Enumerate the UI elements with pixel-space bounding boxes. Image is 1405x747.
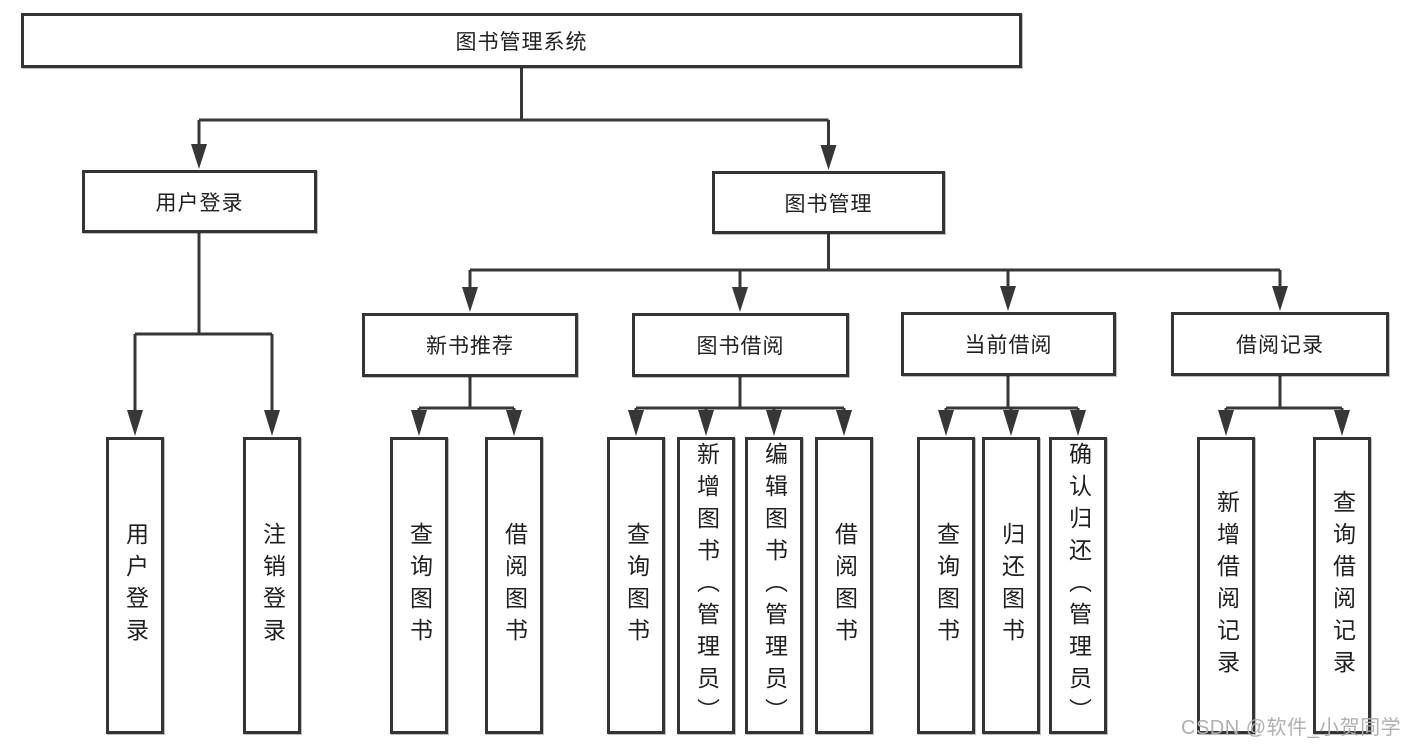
leaf-recommend-borrow-books: 借阅图书 — [485, 437, 543, 734]
leaf-user-login: 用户登录 — [106, 437, 164, 734]
leaf-current-return-books: 归还图书 — [982, 437, 1040, 734]
leaf-borrow-edit-books-admin: 编辑图书（管理员） — [745, 437, 803, 734]
connector-root-to-level2 — [191, 68, 837, 170]
connector-book-management-to-groups — [462, 234, 1288, 312]
connector-current-borrow-to-leaves — [938, 376, 1086, 436]
leaf-recommend-query-books: 查询图书 — [390, 437, 448, 734]
node-book-management: 图书管理 — [712, 171, 945, 234]
connector-new-book-recommend-to-leaves — [411, 377, 522, 436]
leaf-borrow-add-books-admin: 新增图书（管理员） — [677, 437, 735, 734]
leaf-borrow-query-books: 查询图书 — [607, 437, 665, 734]
node-current-borrow: 当前借阅 — [901, 312, 1116, 376]
connector-book-borrow-to-leaves — [628, 377, 852, 436]
leaf-logout-login: 注销登录 — [243, 437, 301, 734]
connector-borrow-records-to-leaves — [1218, 376, 1350, 436]
node-new-book-recommend: 新书推荐 — [362, 313, 578, 377]
node-root-library-system: 图书管理系统 — [21, 13, 1022, 68]
leaf-records-add-record: 新增借阅记录 — [1197, 437, 1255, 734]
leaf-current-query-books: 查询图书 — [917, 437, 975, 734]
connector-user-login-to-leaves — [127, 233, 280, 436]
node-user-login: 用户登录 — [82, 170, 317, 233]
leaf-records-query-record: 查询借阅记录 — [1313, 437, 1371, 734]
csdn-watermark: CSDN @软件_小贺同学 — [1181, 717, 1402, 739]
node-book-borrow: 图书借阅 — [632, 313, 849, 377]
node-borrow-records: 借阅记录 — [1171, 312, 1389, 376]
leaf-borrow-borrow-books: 借阅图书 — [815, 437, 873, 734]
leaf-current-confirm-return-admin: 确认归还（管理员） — [1049, 437, 1107, 734]
